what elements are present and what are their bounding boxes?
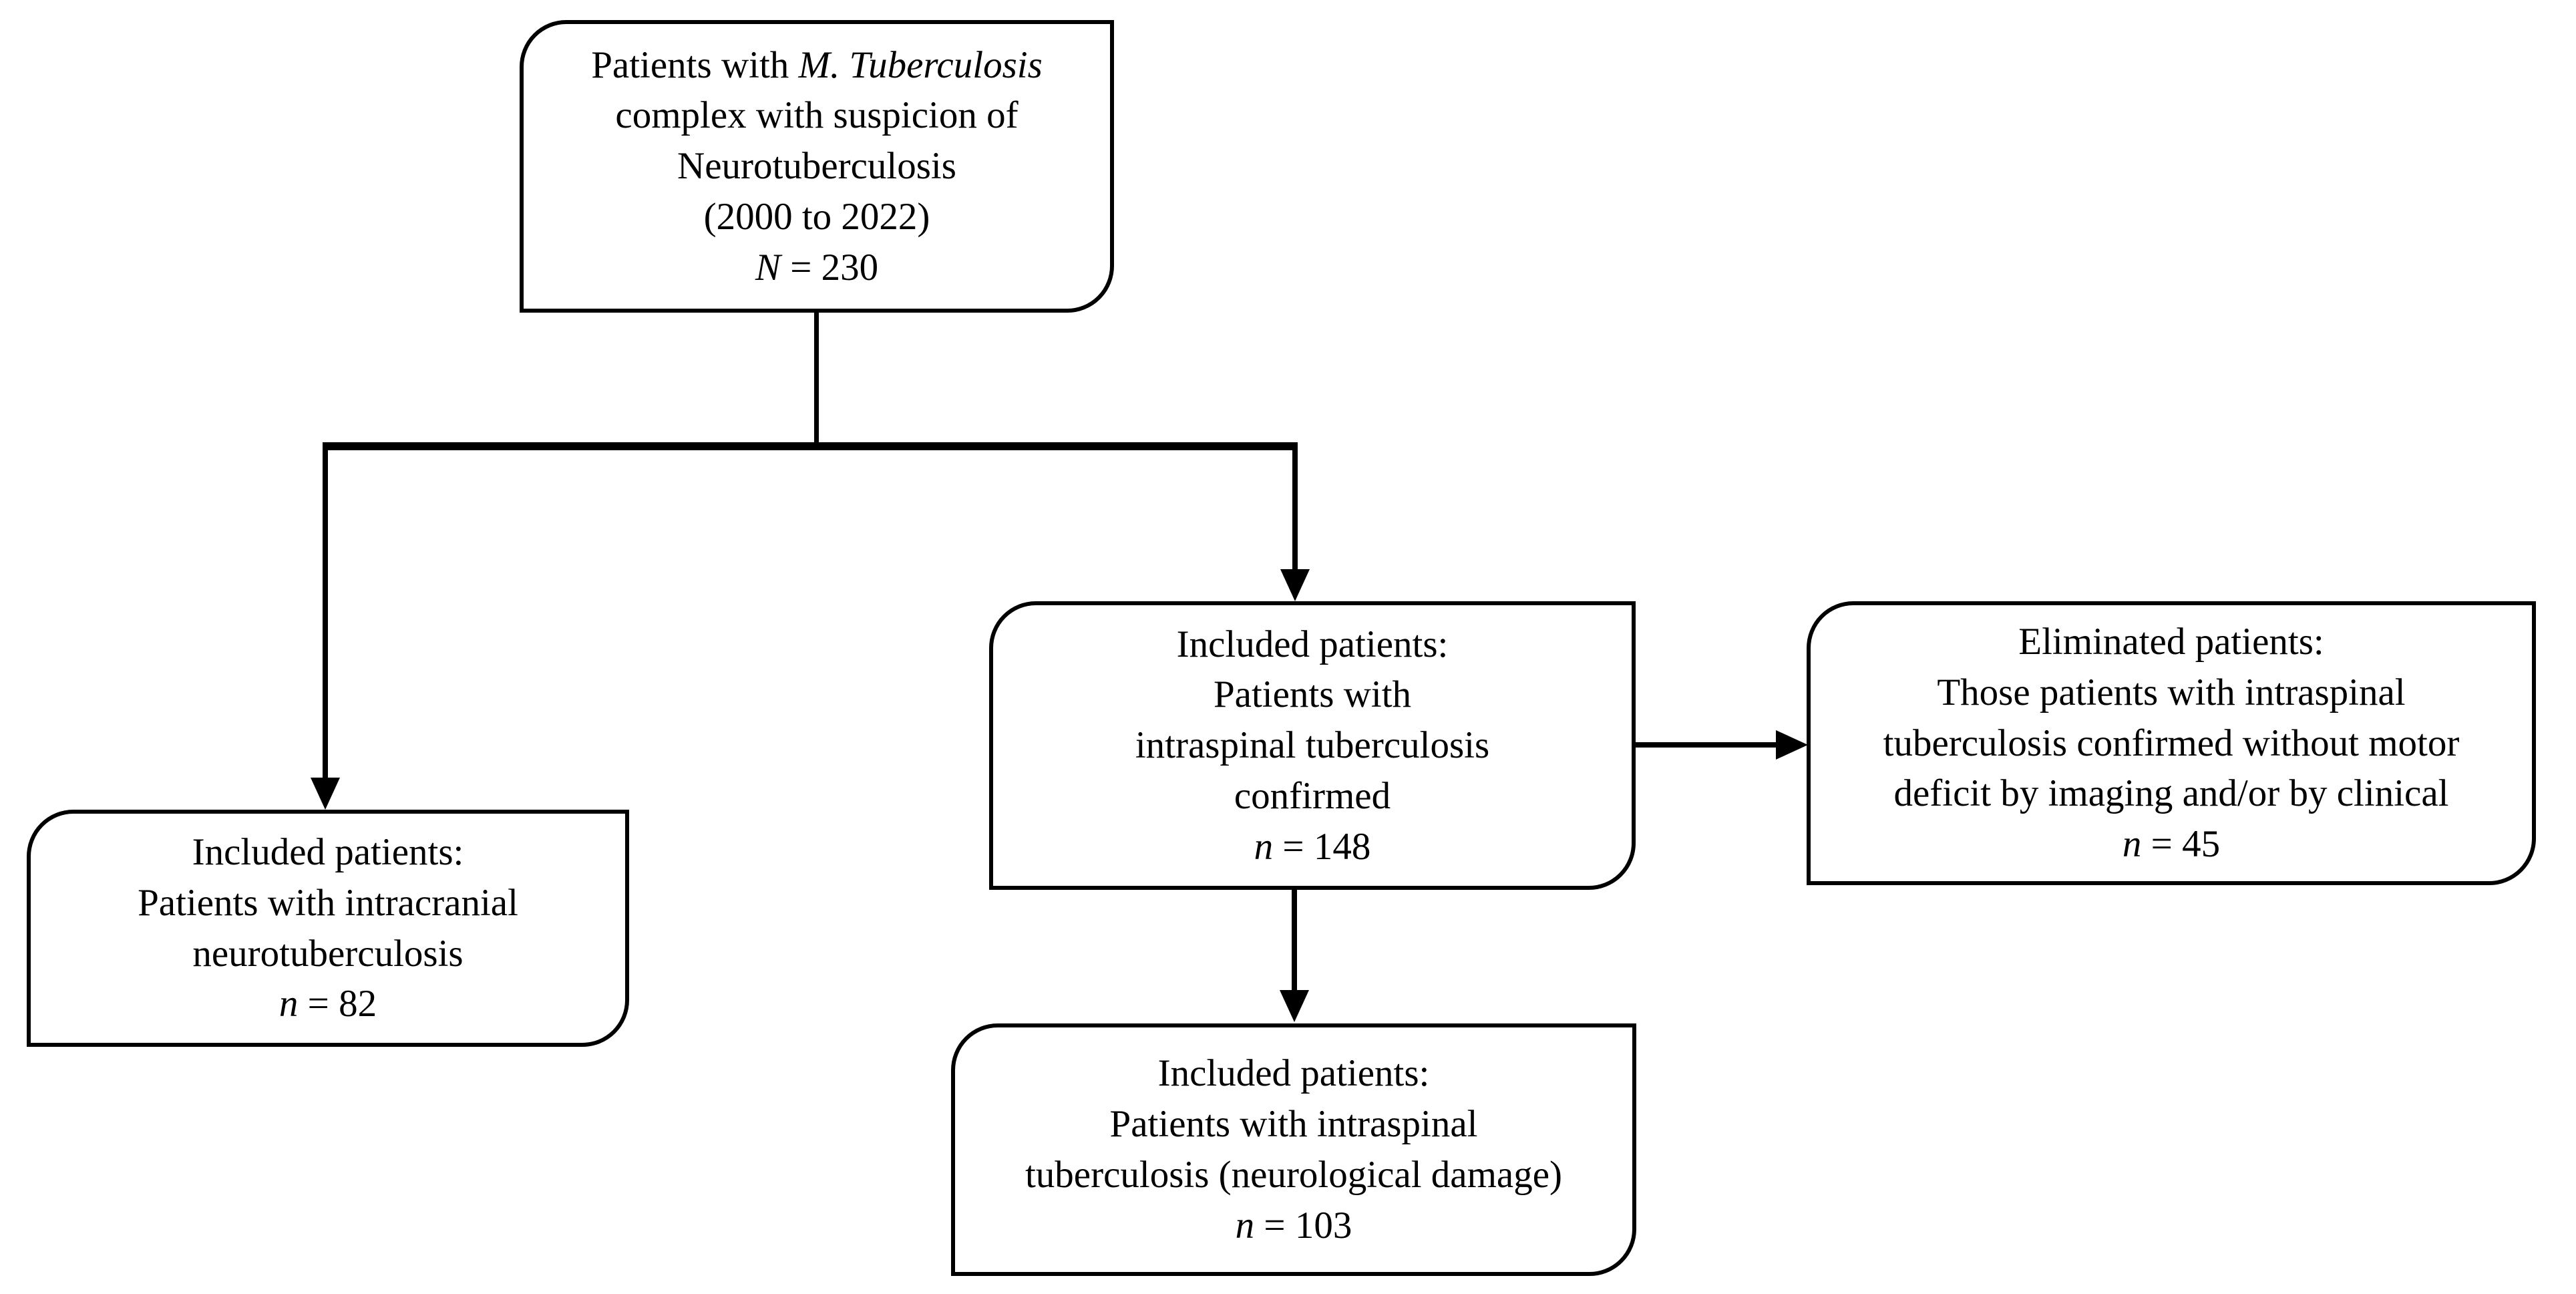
arrowhead-right-icon (1776, 730, 1808, 760)
flow-node-intraspinal-confirmed: Included patients: Patients with intrasp… (989, 601, 1636, 890)
count-value: = 148 (1273, 825, 1371, 868)
count-value: = 82 (298, 983, 377, 1025)
node-count-line: n = 45 (2123, 819, 2220, 870)
node-text-line: Included patients: (1157, 1052, 1430, 1095)
connector-top-stem (814, 313, 819, 444)
count-symbol: n (1254, 825, 1274, 868)
count-symbol: n (2122, 823, 2142, 866)
connector-left-drop (323, 450, 328, 779)
node-count-line: N = 230 (755, 242, 878, 293)
node-text-segment: Patients with (591, 43, 799, 86)
flow-node-intraspinal-neuro-damage: Included patients: Patients with intrasp… (951, 1023, 1636, 1276)
node-text-line: Patients with intracranial (138, 881, 518, 924)
flow-node-eliminated-patients: Eliminated patients: Those patients with… (1807, 601, 2536, 885)
count-value: = 103 (1254, 1204, 1352, 1247)
connector-eliminated-line (1636, 742, 1777, 748)
node-text-line: Eliminated patients: (2018, 621, 2324, 663)
count-symbol: n (279, 983, 299, 1025)
node-text-line: Included patients: (1176, 623, 1449, 665)
arrowhead-down-icon (1280, 990, 1309, 1022)
connector-bottom-drop (1292, 890, 1297, 991)
node-text-segment-italic: M. Tuberculosis (798, 43, 1043, 86)
node-text-line: deficit by imaging and/or by clinical (1893, 772, 2449, 815)
node-text-line: Those patients with intraspinal (1937, 671, 2406, 713)
count-value: = 45 (2141, 823, 2221, 866)
count-symbol: N (755, 246, 781, 289)
node-text-line: Patients with intraspinal (1109, 1103, 1478, 1146)
node-text-line: (2000 to 2022) (703, 195, 930, 238)
node-text-line: complex with suspicion of (615, 94, 1019, 137)
node-text-line: Patients with M. Tuberculosis (591, 40, 1043, 91)
node-text-line: tuberculosis confirmed without motor (1883, 721, 2460, 764)
connector-branch-line (323, 442, 1298, 450)
node-text-line: neurotuberculosis (192, 932, 464, 975)
connector-middle-drop (1292, 450, 1298, 571)
node-text-line: tuberculosis (neurological damage) (1025, 1154, 1563, 1196)
count-symbol: n (1235, 1204, 1255, 1247)
flow-node-source-population: Patients with M. Tuberculosis complex wi… (520, 20, 1114, 313)
node-text-line: Neurotuberculosis (677, 145, 956, 188)
node-text-line: intraspinal tuberculosis (1135, 724, 1490, 767)
node-text-line: confirmed (1234, 774, 1391, 817)
node-count-line: n = 103 (1236, 1200, 1352, 1251)
arrowhead-down-icon (311, 778, 340, 810)
flow-node-intracranial-included: Included patients: Patients with intracr… (27, 810, 629, 1047)
count-value: = 230 (780, 246, 879, 289)
node-count-line: n = 148 (1254, 822, 1371, 872)
arrowhead-down-icon (1280, 569, 1310, 601)
node-text-line: Included patients: (192, 830, 464, 873)
node-text-line: Patients with (1213, 673, 1412, 716)
node-count-line: n = 82 (279, 979, 377, 1029)
